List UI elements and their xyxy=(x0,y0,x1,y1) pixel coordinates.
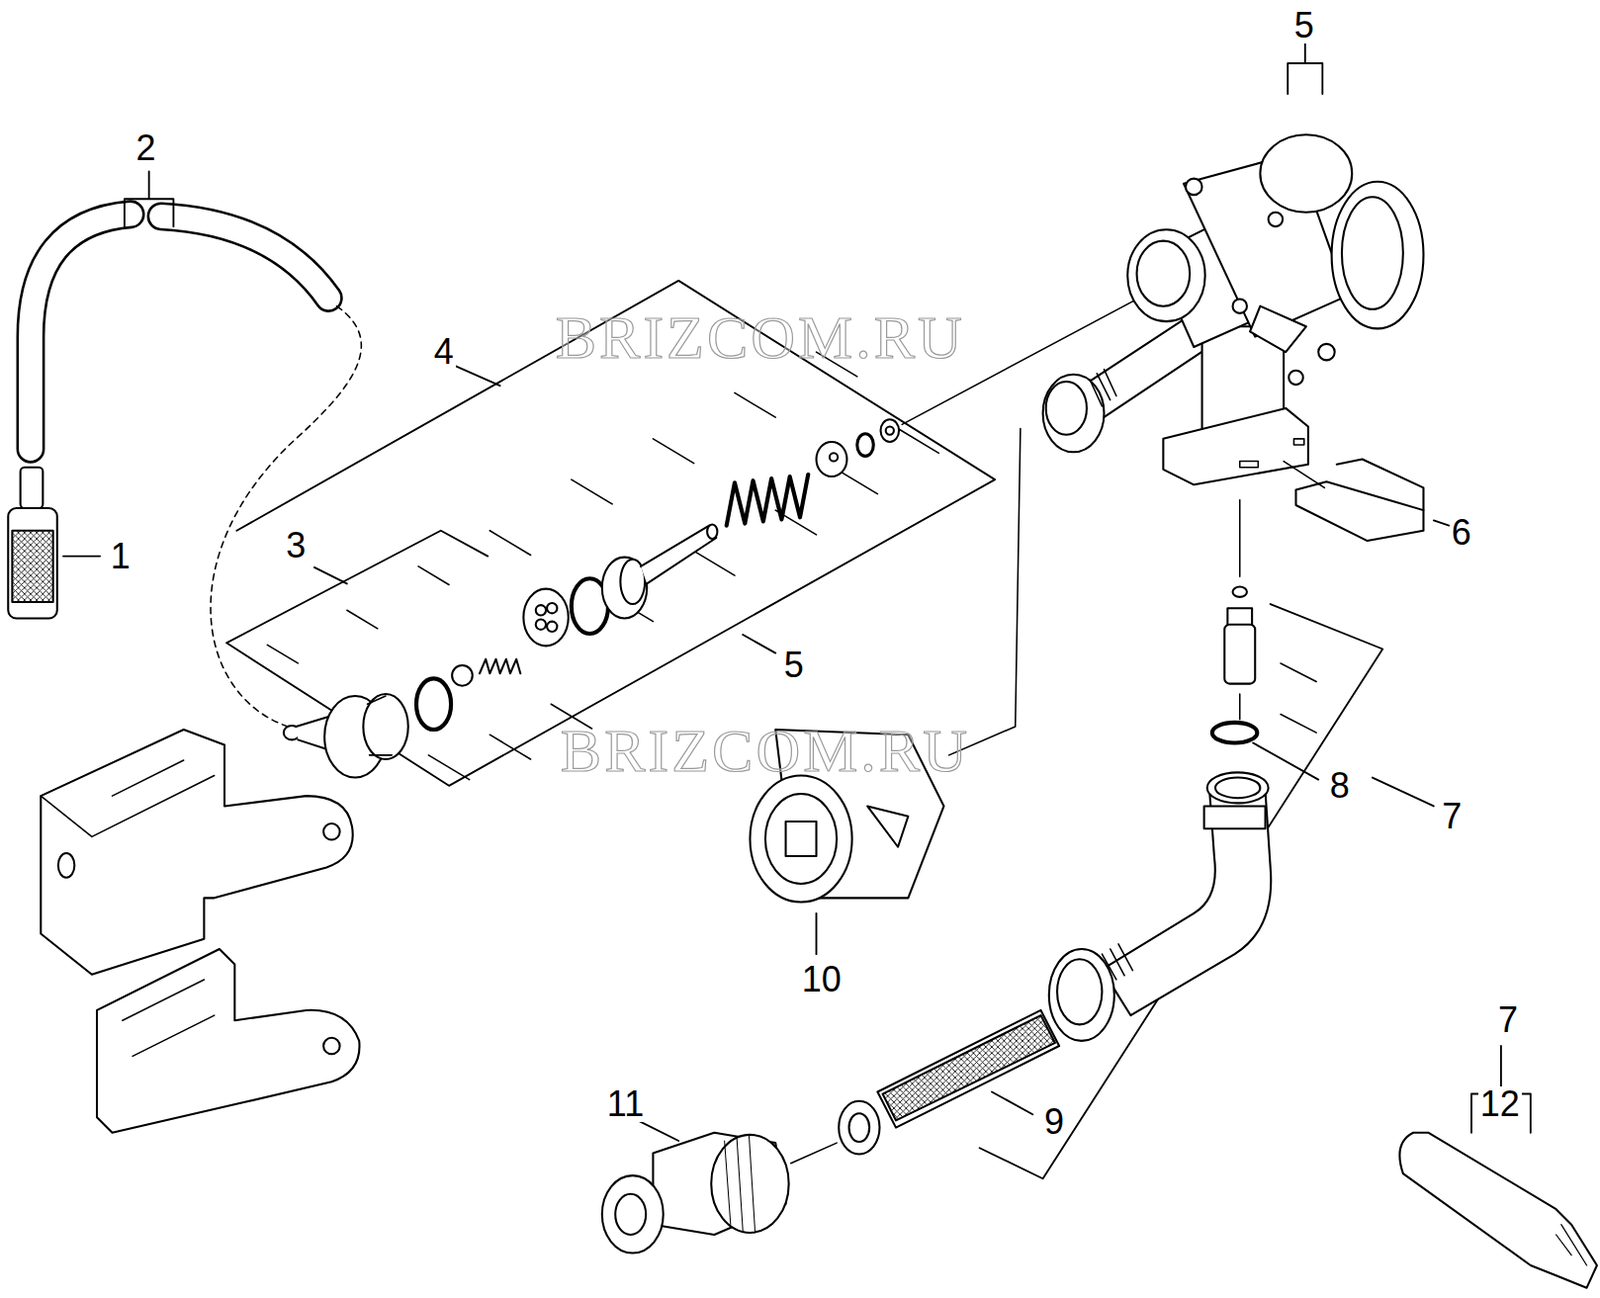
callout-number: 8 xyxy=(1328,768,1352,804)
callout-number: 9 xyxy=(1042,1104,1067,1141)
callout-number: 5 xyxy=(1292,7,1317,44)
callout-number: 7 xyxy=(1439,799,1464,835)
callout-number: 3 xyxy=(283,528,308,564)
callout-number: 7 xyxy=(1496,1002,1520,1039)
callout-number: 1 xyxy=(108,538,133,575)
callout-number: 4 xyxy=(432,334,456,370)
callout-number: 10 xyxy=(800,962,844,998)
callout-number: 2 xyxy=(134,130,159,167)
callout-number: 6 xyxy=(1449,515,1474,551)
callout-number: 12 xyxy=(1478,1086,1522,1123)
watermark: BRIZCOM.RU xyxy=(555,306,966,368)
callout-number: 11 xyxy=(605,1086,646,1123)
watermark: BRIZCOM.RU xyxy=(560,719,971,782)
callout-number: 5 xyxy=(782,647,806,684)
